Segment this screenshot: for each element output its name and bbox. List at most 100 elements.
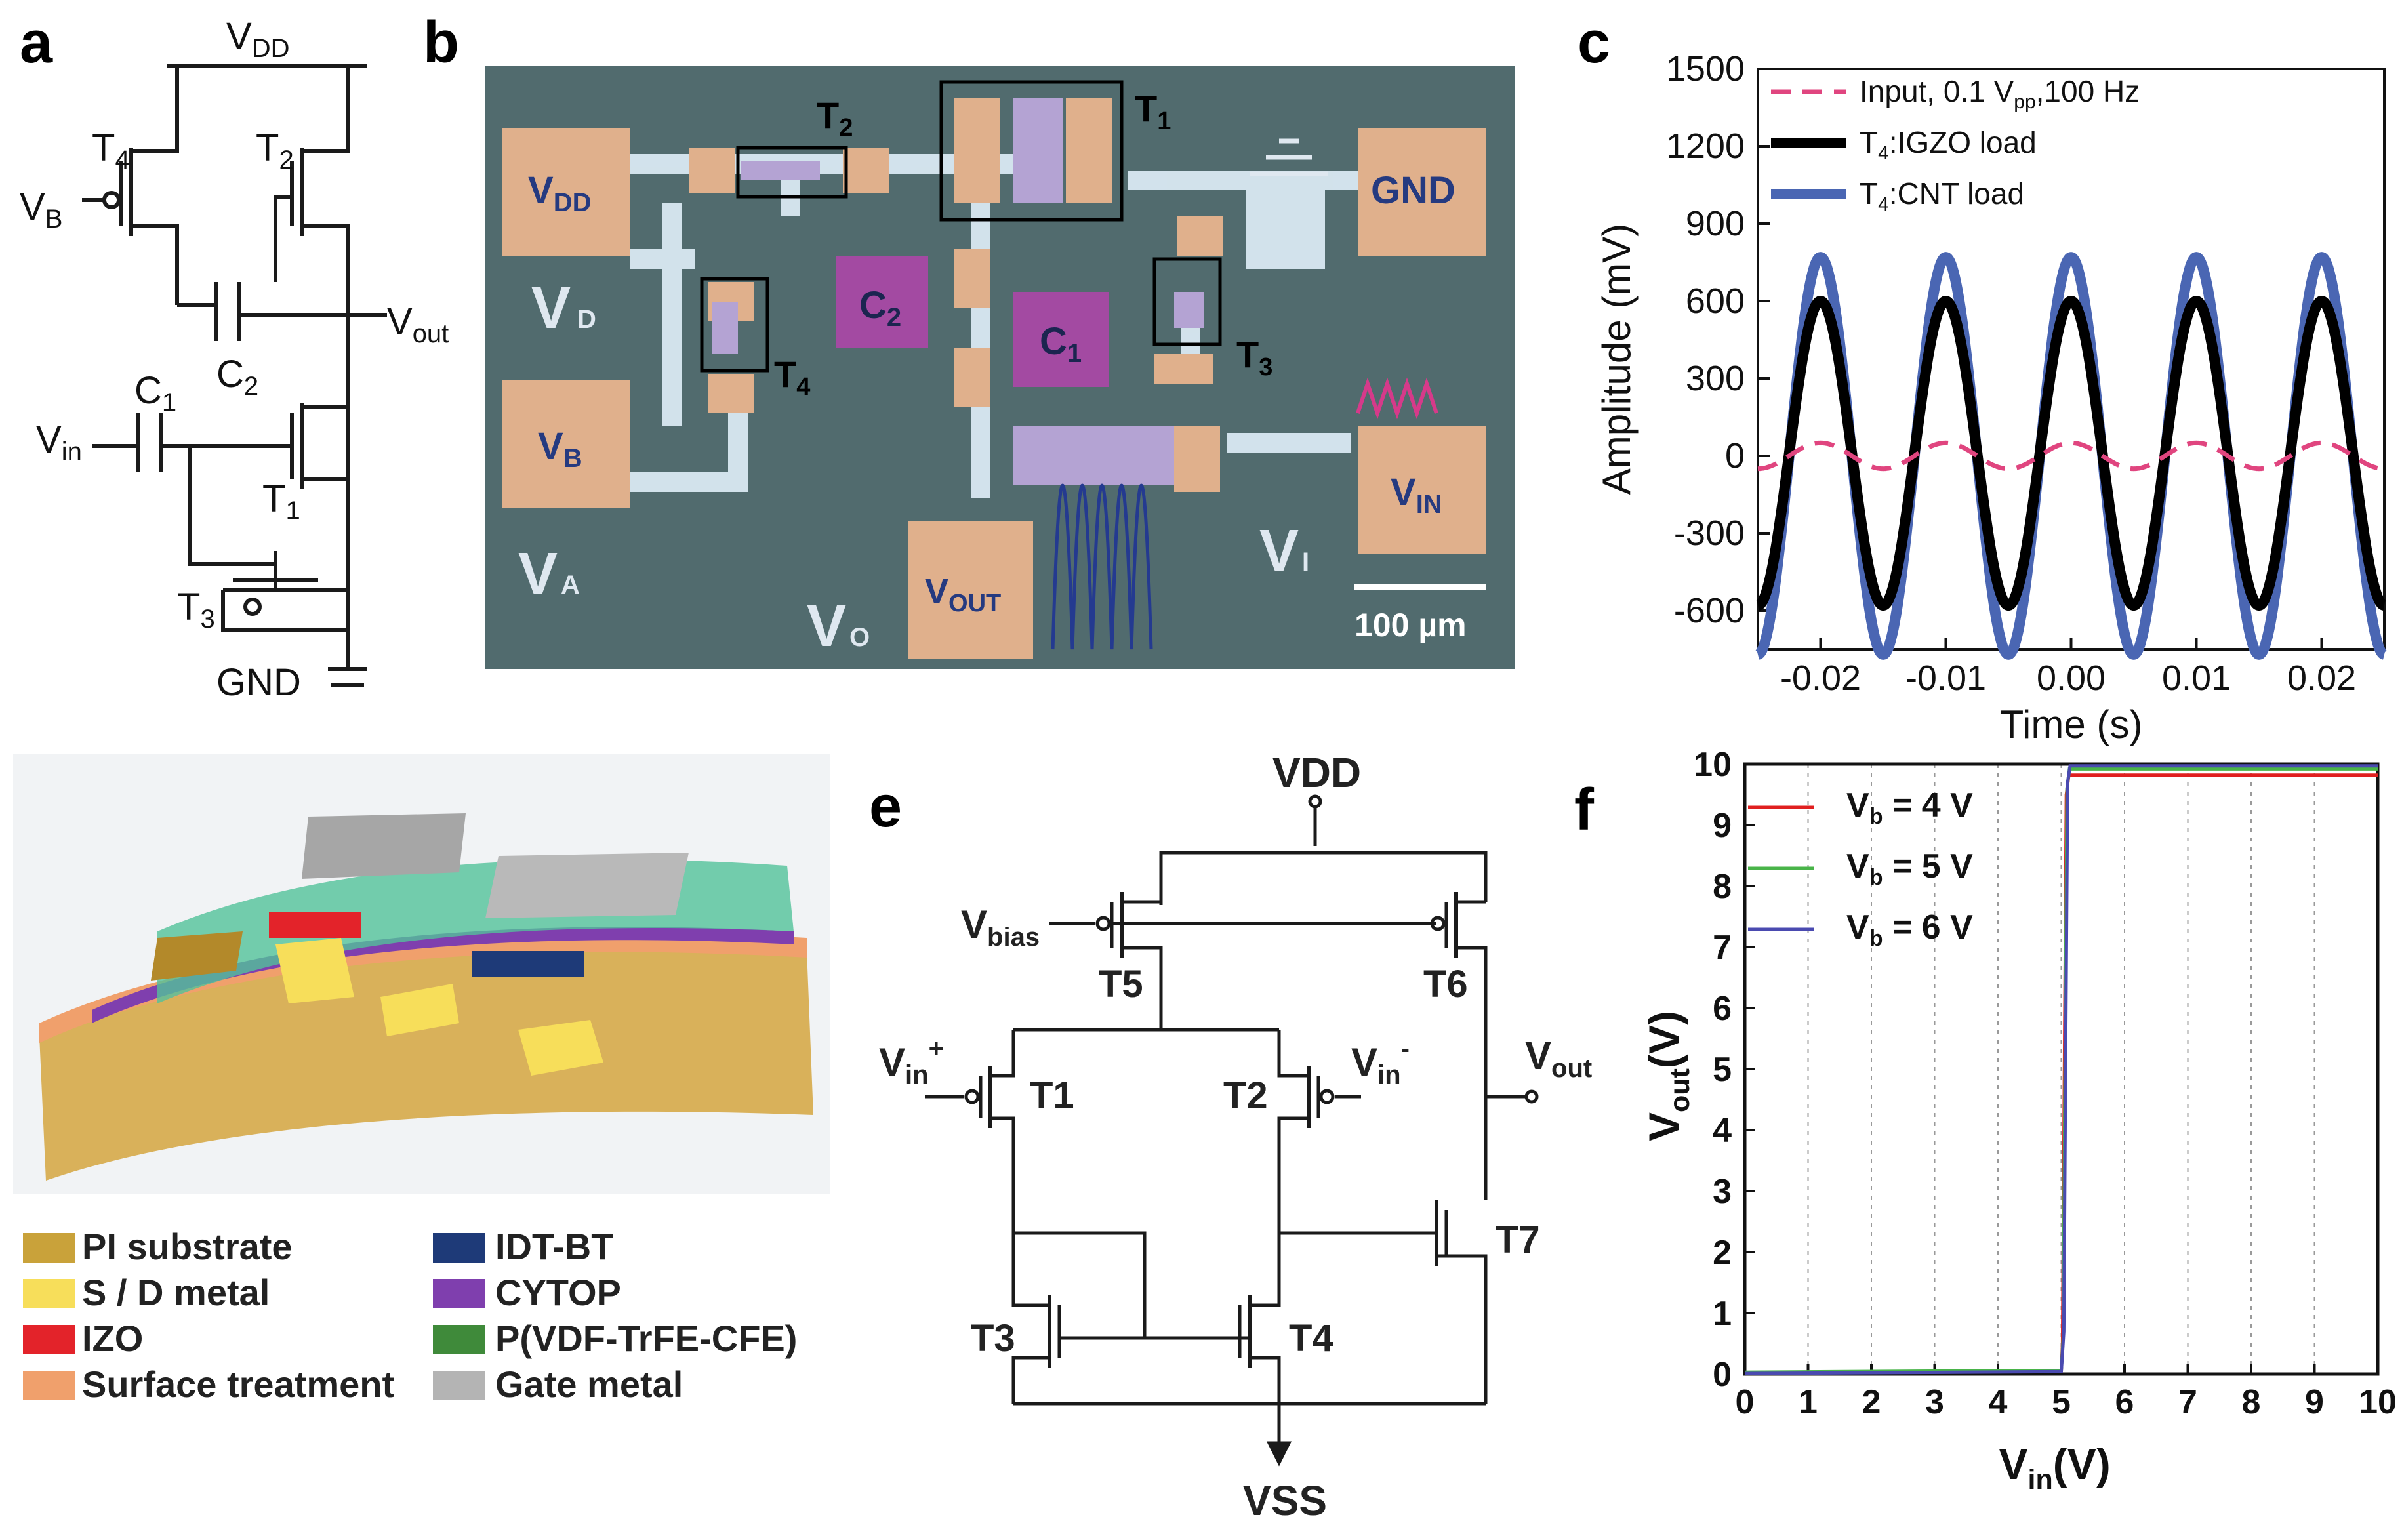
legend-label: Vb = 5 V <box>1846 847 1973 890</box>
x-tick-label: 1 <box>1799 1383 1818 1421</box>
vdd-pad <box>502 128 630 256</box>
x-tick-label: 4 <box>1989 1383 2008 1421</box>
legend-item: IZO <box>23 1318 143 1359</box>
va-label: V <box>518 541 558 607</box>
t3-label: T3 <box>177 586 215 634</box>
y-tick-label: 0 <box>1725 436 1745 476</box>
vb-pad-label: VB <box>538 425 582 473</box>
y-tick-label: 8 <box>1713 868 1732 906</box>
x-tick-label: 5 <box>2052 1383 2071 1421</box>
vdd-label-e: VDD <box>1272 749 1361 796</box>
legend-label: Vb = 6 V <box>1846 908 1973 951</box>
c1-block-label: C1 <box>1040 320 1082 368</box>
panel-c-letter: c <box>1578 10 1610 75</box>
t4-label-e: T4 <box>1289 1317 1333 1360</box>
gnd-pad <box>1358 128 1486 256</box>
c2-block-label: C2 <box>859 284 901 332</box>
vdd-pad-label: VDD <box>528 169 591 217</box>
idt-bt-channel <box>472 951 584 977</box>
x-tick-label: 9 <box>2305 1383 2324 1421</box>
t4-label: T4 <box>92 127 130 174</box>
y-axis-label: Amplitude (mV) <box>1595 224 1639 495</box>
panel-f-letter: f <box>1574 777 1595 843</box>
vin-plus-label: Vin+ <box>879 1034 944 1089</box>
x-tick-label: -0.01 <box>1905 659 1986 698</box>
series-line <box>1753 296 2389 611</box>
legend-item: Gate metal <box>433 1364 683 1405</box>
vout-label: Vout <box>387 300 449 348</box>
t1-label-b: T1 <box>1135 88 1171 135</box>
x-tick-label: 8 <box>2242 1383 2261 1421</box>
legend-item: Surface treatment <box>23 1364 394 1405</box>
series-line <box>1744 773 2378 1375</box>
vout-pad-label: VOUT <box>925 572 1001 617</box>
vin-label: Vin <box>36 418 82 466</box>
t3-label-e: T3 <box>971 1317 1015 1360</box>
legend-item: P(VDF-TrFE-CFE) <box>433 1318 797 1359</box>
legend-swatch <box>433 1325 485 1354</box>
y-axis-label: Vout(V) <box>1640 1011 1696 1141</box>
x-tick-label: 6 <box>2115 1383 2134 1421</box>
panel-a-letter: a <box>20 10 53 75</box>
gnd-label: GND <box>216 661 301 704</box>
vin-pad-label: VIN <box>1391 471 1442 519</box>
c2-label: C2 <box>216 353 258 401</box>
panel-a: a VDD T4 VB T2 C2 Vout T1 <box>20 10 449 704</box>
svg-text:Gate metal: Gate metal <box>495 1364 683 1405</box>
t2-label-e: T2 <box>1223 1074 1268 1117</box>
legend-item: IDT-BT <box>433 1226 613 1267</box>
vdd-label: VDD <box>226 15 289 63</box>
c1-block <box>1013 292 1109 387</box>
t2-box <box>736 146 848 199</box>
scale-bar-label: 100 µm <box>1354 607 1467 643</box>
t7-label: T7 <box>1496 1219 1540 1261</box>
svg-text:PI substrate: PI substrate <box>82 1226 293 1267</box>
y-tick-label: 9 <box>1713 807 1732 845</box>
series-line <box>1757 440 2386 472</box>
t3-label-b: T3 <box>1236 334 1272 381</box>
y-tick-label: -300 <box>1674 514 1745 553</box>
y-axis-label-group: Vout(V) <box>1640 1011 1696 1141</box>
c1-bottom-plate <box>1013 426 1174 485</box>
izo-channel <box>269 912 361 938</box>
x-tick-label: 0 <box>1736 1383 1755 1421</box>
t4-box <box>700 277 769 373</box>
svg-text:A: A <box>561 571 580 599</box>
legend-item: PI substrate <box>23 1226 293 1267</box>
svg-text:D: D <box>577 305 596 334</box>
legend-swatch <box>23 1371 75 1400</box>
vbias-label: Vbias <box>961 902 1040 952</box>
x-tick-label: 2 <box>1862 1383 1881 1421</box>
panel-d: d <box>13 754 830 1194</box>
panel-b: b VDD VB VOUT GND VIN <box>423 10 1515 669</box>
t5-label: T5 <box>1099 963 1143 1005</box>
legend-label: Input, 0.1 Vpp,100 Hz <box>1860 74 2140 113</box>
t4-label-b: T4 <box>774 354 810 401</box>
y-tick-label: 1200 <box>1666 127 1745 166</box>
x-tick-label: 0.02 <box>2287 659 2356 698</box>
legend-item: S / D metal <box>23 1272 270 1313</box>
legend-swatch <box>23 1325 75 1354</box>
y-tick-label: 600 <box>1686 281 1745 321</box>
small-contacts <box>689 98 1223 492</box>
legend-label: T4:CNT load <box>1860 176 2024 215</box>
svg-text:IZO: IZO <box>82 1318 143 1359</box>
t6-label: T6 <box>1423 963 1468 1005</box>
y-tick-label: 10 <box>1694 746 1732 784</box>
vin-minus-label: Vin- <box>1351 1034 1410 1089</box>
x-tick-label: 0.01 <box>2162 659 2231 698</box>
panel-b-letter: b <box>423 10 459 75</box>
y-tick-label: 6 <box>1713 990 1732 1028</box>
legend-item: CYTOP <box>433 1272 621 1313</box>
svg-text:O: O <box>849 623 870 652</box>
svg-text:S / D metal: S / D metal <box>82 1272 270 1313</box>
t3-box <box>1152 257 1222 346</box>
t1-label: T1 <box>262 477 300 525</box>
svg-text:Surface treatment: Surface treatment <box>82 1364 394 1405</box>
c2-block <box>836 256 928 348</box>
y-tick-label: 300 <box>1686 359 1745 398</box>
y-tick-label: 1 <box>1713 1295 1732 1333</box>
